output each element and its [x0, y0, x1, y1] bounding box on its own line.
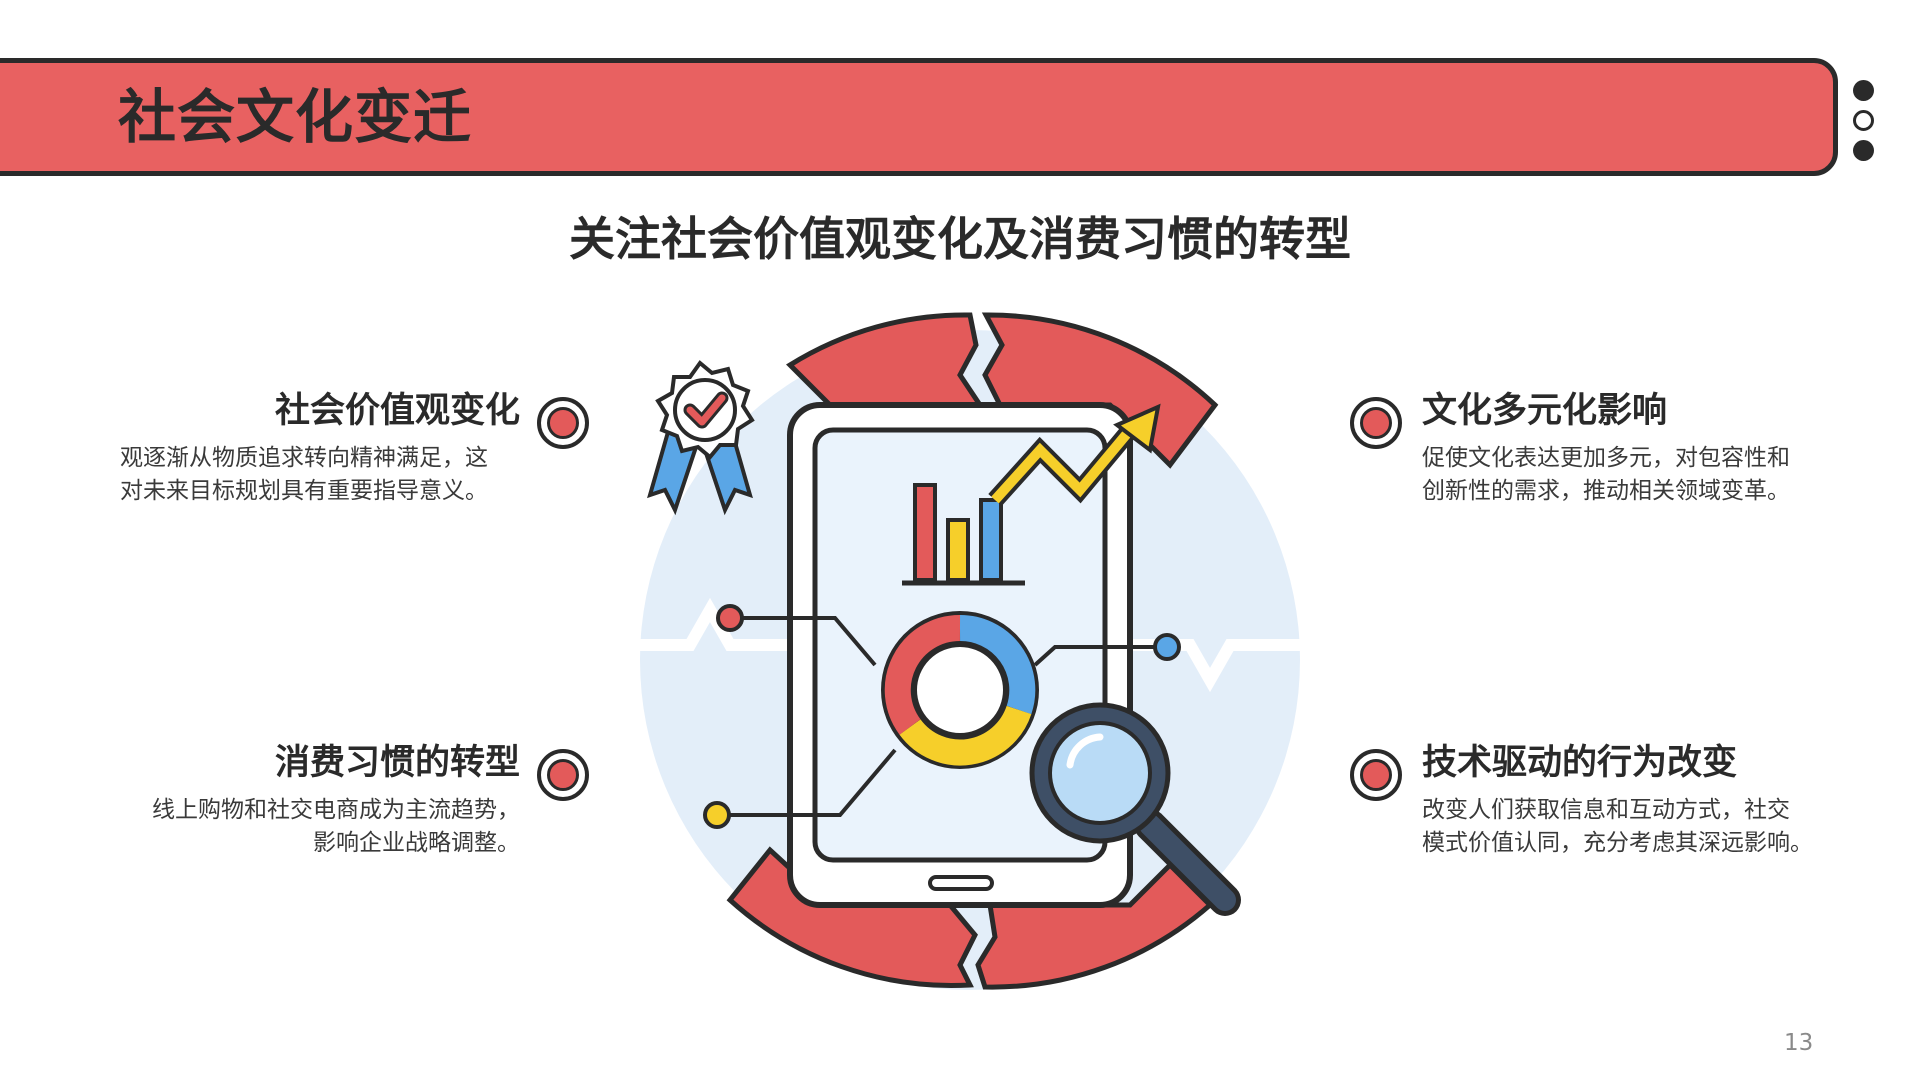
bar-chart-icon: [902, 483, 1025, 586]
bullet-marker: [1350, 397, 1402, 449]
point-social-values: 社会价值观变化 观逐渐从物质追求转向精神满足，这 对未来目标规划具有重要指导意义…: [120, 390, 520, 509]
point-title: 社会价值观变化: [274, 391, 520, 431]
nav-dot: [1853, 80, 1874, 101]
red-arc-bottom-right: [975, 861, 1214, 990]
tablet-analytics-illustration: [640, 312, 1300, 990]
point-title: 消费习惯的转型: [274, 743, 520, 783]
point-cultural-diversity: 文化多元化影响 促使文化表达更加多元，对包容性和 创新性的需求，推动相关领域变革…: [1422, 390, 1842, 509]
donut-chart-icon: [881, 611, 1039, 769]
point-desc-line: 线上购物和社交电商成为主流趋势，: [152, 797, 520, 823]
connector-lines: [703, 604, 1181, 829]
slide-subtitle: 关注社会价值观变化及消费习惯的转型: [569, 212, 1351, 266]
page-number: 13: [1784, 1030, 1814, 1056]
point-desc-line: 模式价值认同，充分考虑其深远影响。: [1422, 830, 1813, 857]
award-ribbon-icon: [647, 360, 755, 516]
bullet-marker: [537, 749, 589, 801]
point-description: 改变人们获取信息和互动方式，社交 模式价值认同，充分考虑其深远影响。: [1422, 794, 1862, 861]
trend-arrow-icon: [988, 403, 1161, 507]
central-illustration: [630, 305, 1310, 995]
point-title: 技术驱动的行为改变: [1422, 743, 1738, 783]
point-desc-line: 观逐渐从物质追求转向精神满足，这: [120, 445, 488, 471]
point-desc-line: 影响企业战略调整。: [313, 830, 520, 857]
slide-nav-dots: [1853, 80, 1877, 170]
magnifier-icon: [1029, 702, 1241, 916]
point-desc-line: 创新性的需求，推动相关领域变革。: [1422, 478, 1790, 505]
point-desc-line: 促使文化表达更加多元，对包容性和: [1422, 445, 1790, 471]
point-title: 文化多元化影响: [1422, 391, 1668, 431]
point-desc-line: 对未来目标规划具有重要指导意义。: [120, 478, 488, 505]
point-desc-line: 改变人们获取信息和互动方式，社交: [1422, 797, 1790, 823]
point-description: 促使文化表达更加多元，对包容性和 创新性的需求，推动相关领域变革。: [1422, 442, 1842, 509]
bullet-marker: [1350, 749, 1402, 801]
point-consumption-habits: 消费习惯的转型 线上购物和社交电商成为主流趋势， 影响企业战略调整。: [120, 742, 520, 861]
point-tech-driven-behavior: 技术驱动的行为改变 改变人们获取信息和互动方式，社交 模式价值认同，充分考虑其深…: [1422, 742, 1862, 861]
tablet-home-button: [928, 875, 994, 891]
nav-dot: [1853, 140, 1874, 161]
bullet-marker: [537, 397, 589, 449]
title-banner: [0, 58, 1838, 176]
point-description: 线上购物和社交电商成为主流趋势， 影响企业战略调整。: [120, 794, 520, 861]
point-description: 观逐渐从物质追求转向精神满足，这 对未来目标规划具有重要指导意义。: [120, 442, 520, 509]
page-title: 社会文化变迁: [118, 83, 473, 151]
red-arc-top-left: [786, 312, 985, 408]
nav-dot-hollow: [1853, 110, 1874, 131]
